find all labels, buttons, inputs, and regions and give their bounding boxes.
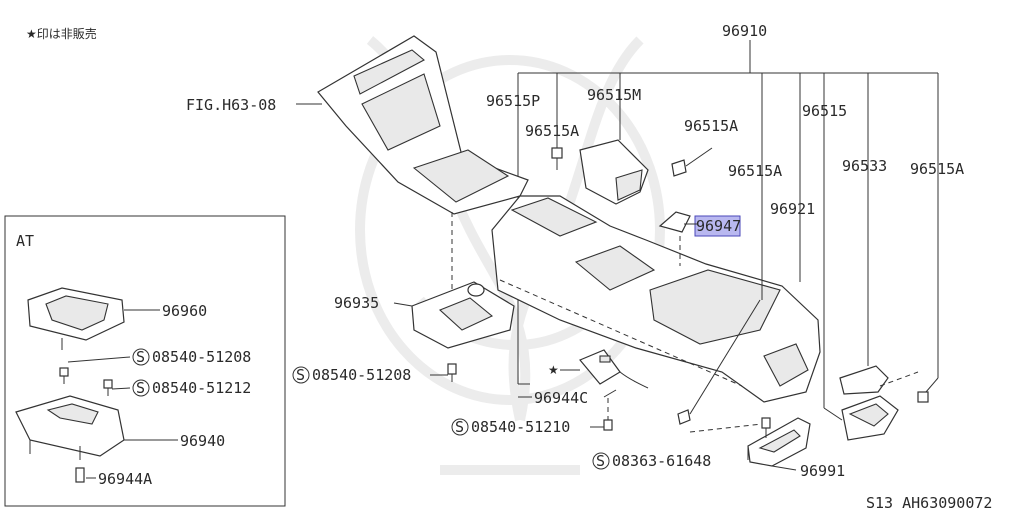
leader-96944C-b — [603, 389, 617, 398]
label-96515[interactable]: 96515 — [802, 102, 847, 120]
part-96921-console[interactable] — [491, 195, 821, 403]
part-96960-bezel[interactable] — [27, 287, 125, 350]
label-08540-51208-main[interactable]: 08540-51208 — [312, 366, 411, 384]
label-96991[interactable]: 96991 — [800, 462, 845, 480]
label-08363-61648[interactable]: 08363-61648 — [612, 452, 711, 470]
leader-screw-console — [689, 299, 761, 415]
clip-96515A-4[interactable] — [917, 391, 929, 403]
screw-symbol-text-2: S — [136, 379, 145, 397]
non-sale-note: ★印は非販売 — [26, 26, 97, 41]
label-08540-51212[interactable]: 08540-51212 — [152, 379, 251, 397]
part-96991-bracket[interactable] — [747, 417, 811, 467]
label-96935[interactable]: 96935 — [334, 294, 379, 312]
leader-08540-51212 — [111, 387, 131, 390]
label-96515A-4[interactable]: 96515A — [910, 160, 964, 178]
label-96533[interactable]: 96533 — [842, 157, 887, 175]
label-96515P[interactable]: 96515P — [486, 92, 540, 110]
clip-96515A-1[interactable] — [551, 147, 563, 170]
label-fig-h63-08[interactable]: FIG.H63-08 — [186, 96, 276, 114]
screw-at-1[interactable] — [59, 367, 69, 384]
at-inset-box — [4, 215, 286, 507]
screw-symbol-icon — [132, 348, 150, 366]
screw-symbol-text-3: S — [296, 366, 305, 384]
footer-code: S13 AH63090072 — [866, 494, 992, 510]
screw-symbol-text: S — [136, 348, 145, 366]
leader-96935 — [393, 302, 413, 307]
leader-96515A-4b — [925, 377, 939, 393]
screw-symbol-text-4: S — [455, 418, 464, 436]
dash-96533 — [879, 371, 919, 387]
screw-51210[interactable] — [603, 419, 613, 431]
screw-at-2[interactable] — [103, 379, 113, 396]
part-96944C-harness[interactable] — [579, 349, 649, 389]
part-96944A[interactable] — [75, 467, 85, 483]
label-08540-51210[interactable]: 08540-51210 — [471, 418, 570, 436]
dash-08363 — [689, 423, 763, 433]
at-inset-title: AT — [16, 232, 34, 250]
part-96515M[interactable] — [579, 139, 649, 205]
leader-96991 — [771, 465, 797, 471]
label-96515M[interactable]: 96515M — [587, 86, 641, 104]
screw-symbol-text-5: S — [596, 452, 605, 470]
leader-08540-51208-at — [67, 356, 131, 363]
screw-main-51208[interactable] — [447, 363, 457, 382]
leader-96515-lid — [823, 407, 843, 421]
label-96947[interactable]: 96947 — [696, 217, 741, 235]
part-96515-lid[interactable] — [841, 395, 899, 441]
label-96944A[interactable]: 96944A — [98, 470, 152, 488]
label-96515A-2[interactable]: 96515A — [684, 117, 738, 135]
leader-96515A-2 — [685, 147, 713, 167]
part-96533[interactable] — [839, 365, 889, 395]
bracket-96910 — [517, 40, 939, 408]
part-96940[interactable] — [15, 395, 125, 460]
screw-symbol-icon-5 — [592, 452, 610, 470]
label-96960[interactable]: 96960 — [162, 302, 207, 320]
part-96935-boot[interactable] — [411, 281, 515, 349]
screw-symbol-icon-2 — [132, 379, 150, 397]
watermark-emblem — [355, 36, 665, 475]
label-96921[interactable]: 96921 — [770, 200, 815, 218]
part-fig-h63-08-trim[interactable] — [317, 35, 529, 215]
label-96940[interactable]: 96940 — [180, 432, 225, 450]
part-96947-clip[interactable] — [658, 211, 691, 233]
dash-console — [499, 279, 743, 387]
screw-symbol-icon-3 — [292, 366, 310, 384]
screw-console[interactable] — [677, 409, 691, 425]
screw-96515A-2[interactable] — [671, 159, 687, 177]
screw-symbol-icon-4 — [451, 418, 469, 436]
label-96515A-1[interactable]: 96515A — [525, 122, 579, 140]
highlight-96947 — [694, 215, 741, 237]
label-96944C[interactable]: 96944C — [534, 389, 588, 407]
star-mark: ★ — [548, 363, 559, 377]
label-96515A-3[interactable]: 96515A — [728, 162, 782, 180]
label-08540-51208-at[interactable]: 08540-51208 — [152, 348, 251, 366]
label-96910[interactable]: 96910 — [722, 22, 767, 40]
screw-08363-61648[interactable] — [761, 417, 771, 438]
